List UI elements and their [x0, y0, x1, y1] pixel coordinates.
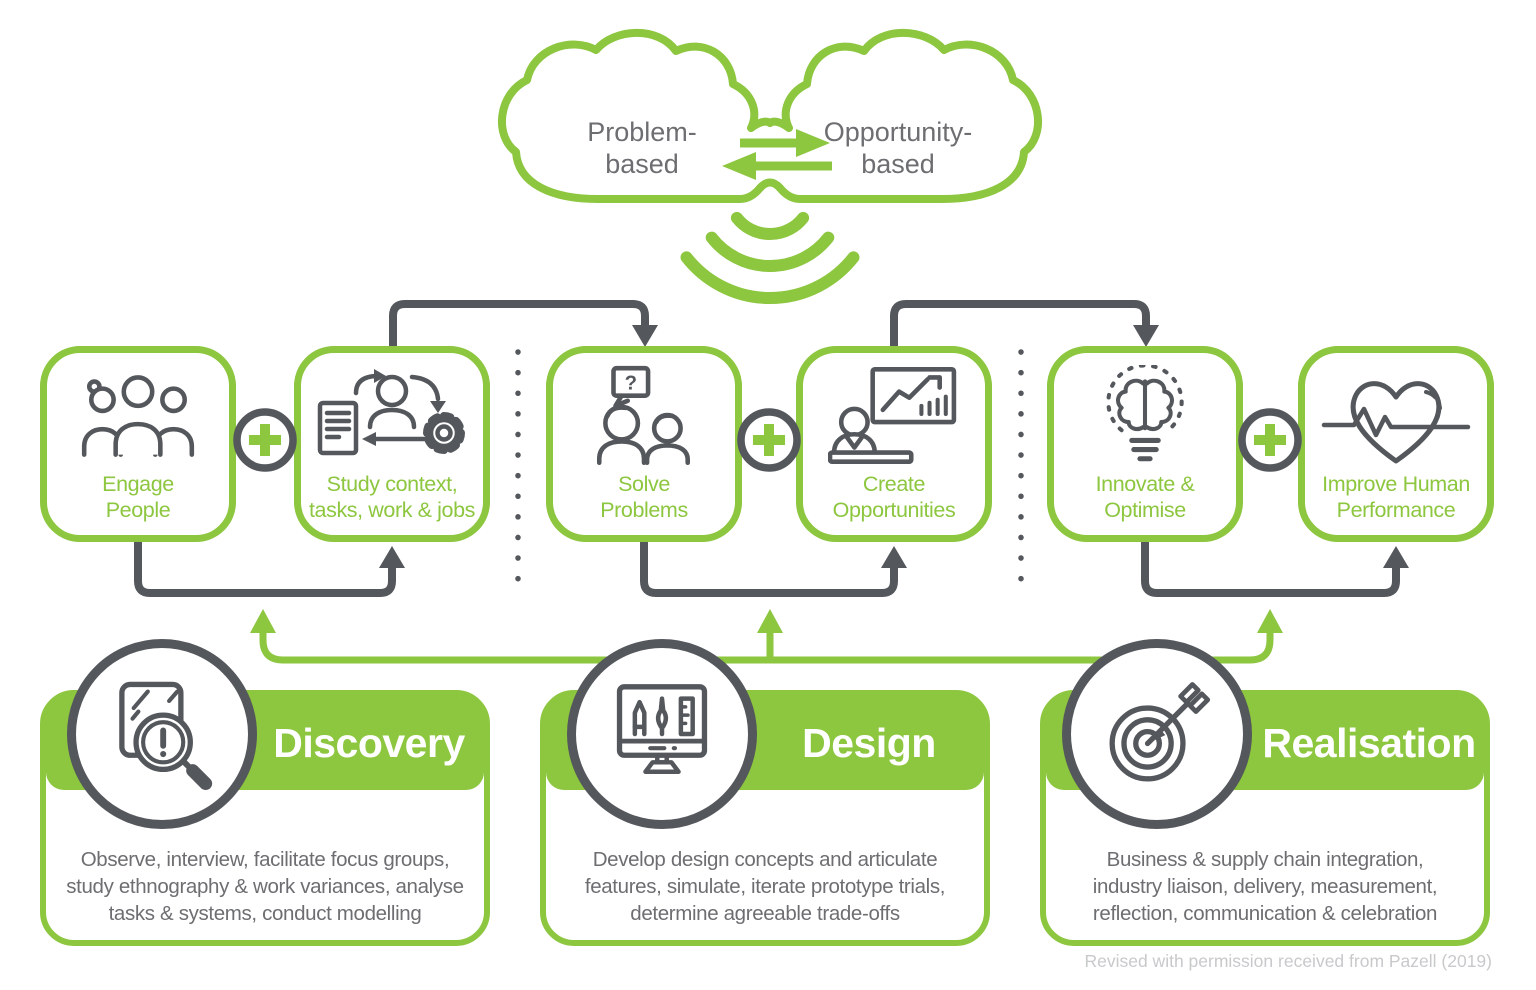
credit-line: Revised with permission received from Pa… [1084, 951, 1492, 971]
phase-title: Realisation [1262, 719, 1476, 766]
process-box-label: Create Opportunities [832, 472, 956, 522]
people-group-icon [47, 365, 229, 465]
process-box-create-opportunities: Create Opportunities [796, 346, 992, 542]
process-box-solve-problems: ? Solve Problems [546, 346, 742, 542]
phase-description: Observe, interview, facilitate focus gro… [66, 848, 464, 925]
phase-title: Discovery [273, 719, 465, 766]
phase-title: Design [802, 719, 936, 766]
process-box-improve-human-performance: Improve Human Performance [1298, 346, 1494, 542]
dotted-separators [515, 349, 1024, 601]
process-box-label: Study context, tasks, work & jobs [308, 472, 476, 522]
plus-icon [232, 407, 298, 478]
svg-text:?: ? [625, 373, 637, 395]
brain-bulb-icon [1054, 365, 1236, 469]
signal-waves-icon [680, 211, 860, 304]
study-workflow-icon [301, 365, 483, 469]
cloud-label-opportunity: Opportunity- based [823, 117, 973, 179]
process-box-study-context: Study context, tasks, work & jobs [294, 346, 490, 542]
presenter-chart-icon [803, 365, 985, 467]
process-box-engage-people: Engage People [40, 346, 236, 542]
plus-icon [1237, 407, 1303, 478]
cloud-label-problem: Problem- based [587, 117, 697, 179]
cloud-shape [498, 28, 1042, 203]
target-dart-icon [1062, 639, 1252, 829]
double-arrow-exchange-icon [722, 129, 832, 180]
process-box-label: Engage People [102, 472, 174, 522]
top-flow-arrows [389, 300, 1159, 347]
phase-description: Develop design concepts and articulate f… [584, 848, 946, 925]
magnifier-alert-icon [67, 639, 257, 829]
plus-icon [736, 407, 802, 478]
feedback-arrow-icon [250, 609, 1283, 664]
process-box-innovate-optimise: Innovate & Optimise [1047, 346, 1243, 542]
process-box-label: Solve Problems [600, 472, 688, 522]
phase-description: Business & supply chain integration, ind… [1092, 848, 1438, 925]
loop-arrow-icon [134, 542, 1409, 597]
process-box-label: Improve Human Performance [1322, 472, 1470, 522]
design-tools-icon [567, 639, 757, 829]
heart-pulse-icon [1305, 365, 1487, 469]
discussion-question-icon: ? [553, 365, 735, 467]
process-box-label: Innovate & Optimise [1095, 472, 1195, 522]
